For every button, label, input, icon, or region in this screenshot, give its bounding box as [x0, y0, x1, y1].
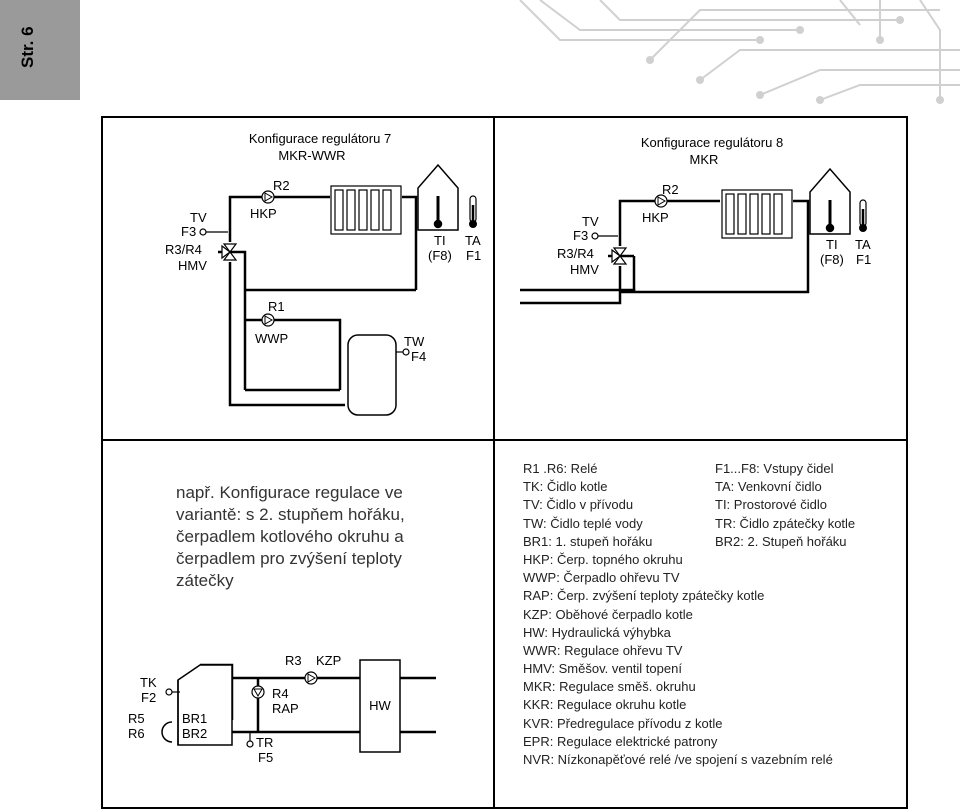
diagram-label: R5	[128, 711, 145, 726]
outdoor-sensor-icon	[469, 195, 477, 228]
legend-item: BR1: 1. stupeň hořáku	[523, 533, 653, 549]
legend-item: NVR: Nízkonapěťové relé /ve spojení s va…	[523, 752, 833, 767]
diagram-label: TK	[140, 675, 157, 690]
legend-item: KKR: Regulace okruhu kotle	[523, 697, 687, 713]
radiator8-icon	[721, 189, 793, 239]
diagram-label: TW	[404, 334, 425, 349]
diagram-label: (F8)	[820, 252, 844, 267]
diagram-label: R2	[273, 178, 290, 193]
legend-item: TI: Prostorové čidlo	[715, 497, 827, 513]
config7-title: Konfigurace regulátoru 7	[249, 131, 391, 146]
boiler-diagram: TK F2 R5 R6 BR1 BR2 R3 KZP R4 RAP TR F5 …	[128, 653, 436, 765]
diagram-label: F3	[181, 224, 196, 239]
legend-item: HMV: Směšov. ventil topení	[523, 661, 682, 677]
legend-item: KVR: Předregulace přívodu z kotle	[523, 715, 723, 731]
page-tab	[0, 0, 80, 100]
diagram-label: R3	[285, 653, 302, 668]
pump-rap-icon	[251, 685, 265, 699]
diagram-label: HMV	[178, 258, 207, 273]
diagram-label: F1	[466, 248, 481, 263]
diagram-label: HKP	[250, 206, 277, 221]
diagram-label: R4	[272, 686, 289, 701]
diagram-label: R6	[128, 726, 145, 741]
diagram-label: TI	[434, 233, 446, 248]
sensor-tv8-icon	[591, 232, 599, 240]
legend-item: HKP: Čerp. topného okruhu	[523, 551, 683, 567]
diagram-label: TA	[855, 237, 871, 252]
radiator-icon	[330, 185, 402, 235]
configuration-description: např. Konfigurace regulace ve variantě: …	[176, 483, 405, 590]
burner-icon	[161, 721, 173, 743]
config8-title: Konfigurace regulátoru 8	[641, 135, 783, 150]
config7-subtitle: MKR-WWR	[278, 148, 345, 163]
diagram-label: BR2	[182, 726, 207, 741]
sensor-tv-icon	[199, 228, 207, 236]
legend-item: RAP: Čerp. zvýšení teploty zpátečky kotl…	[523, 588, 765, 604]
pump-wwp-icon	[261, 313, 275, 327]
legend-item: TR: Čidlo zpátečky kotle	[715, 515, 856, 531]
diagram-frame	[101, 116, 908, 809]
diagram-label: R3/R4	[557, 246, 594, 261]
diagram-label: TR	[256, 735, 273, 750]
config7-diagram: Konfigurace regulátoru 7 MKR-WWR R2 HKP	[165, 131, 481, 416]
diagram-label: HMV	[570, 262, 599, 277]
hot-water-tank	[347, 334, 397, 416]
legend-item: HW: Hydraulická výhybka	[523, 624, 671, 640]
diagram-label: F1	[856, 252, 871, 267]
diagram-label: RAP	[272, 701, 299, 716]
diagram-label: TA	[465, 233, 481, 248]
mixing-valve8-icon	[611, 247, 628, 265]
hydraulic-separator	[359, 659, 401, 753]
diagram-label: WWP	[255, 331, 288, 346]
diagram-label: (F8)	[428, 248, 452, 263]
diagram-label: HKP	[642, 210, 669, 225]
legend-item: TW: Čidlo teplé vody	[523, 515, 643, 531]
config8-diagram: Konfigurace regulátoru 8 MKR R2 HKP TV F…	[520, 135, 871, 305]
pump-kzp-icon	[304, 671, 318, 685]
diagram-label: KZP	[316, 653, 341, 668]
mixing-valve-icon	[221, 243, 238, 261]
legend-item: WWP: Čerpadlo ohřevu TV	[523, 570, 680, 586]
diagram-label: R1	[268, 299, 285, 314]
legend-item: KZP: Oběhové čerpadlo kotle	[523, 606, 693, 622]
sensor-tk-icon	[165, 688, 173, 696]
diagram-label: F2	[141, 690, 156, 705]
sensor-tw-icon	[402, 348, 410, 356]
house-room-sensor-icon	[417, 163, 459, 231]
legend-item: EPR: Regulace elektrické patrony	[523, 733, 718, 749]
pump-hkp-icon	[261, 190, 275, 204]
diagram-label: BR1	[182, 711, 207, 726]
diagram-label: R2	[662, 182, 679, 197]
legend-item: MKR: Regulace směš. okruhu	[523, 679, 696, 695]
diagram-label: F5	[258, 750, 273, 765]
diagram-label: TV	[582, 214, 599, 229]
diagram-label: TI	[826, 237, 838, 252]
pump-hkp8-icon	[654, 194, 668, 208]
legend-item: TK: Čidlo kotle	[523, 479, 608, 495]
house-room-sensor8-icon	[809, 167, 851, 235]
legend-item: F1...F8: Vstupy čidel	[715, 461, 834, 476]
legend-item: R1 .R6: Relé	[523, 461, 598, 476]
legend-item: BR2: 2. Stupeň hořáku	[715, 533, 847, 549]
diagram-label: R3/R4	[165, 242, 202, 257]
sensor-tr-icon	[246, 740, 254, 748]
legend-item: WWR: Regulace ohřevu TV	[523, 642, 683, 658]
diagram-label: F4	[411, 349, 426, 364]
diagram-label: F3	[573, 228, 588, 243]
outdoor-sensor8-icon	[859, 199, 867, 232]
circuit-pattern-decoration	[519, 0, 960, 104]
config8-subtitle: MKR	[690, 152, 719, 167]
legend-item: TA: Venkovní čidlo	[715, 479, 822, 495]
diagram-label: HW	[369, 698, 391, 713]
diagram-label: TV	[190, 210, 207, 225]
legend-item: TV: Čidlo v přívodu	[523, 497, 634, 513]
